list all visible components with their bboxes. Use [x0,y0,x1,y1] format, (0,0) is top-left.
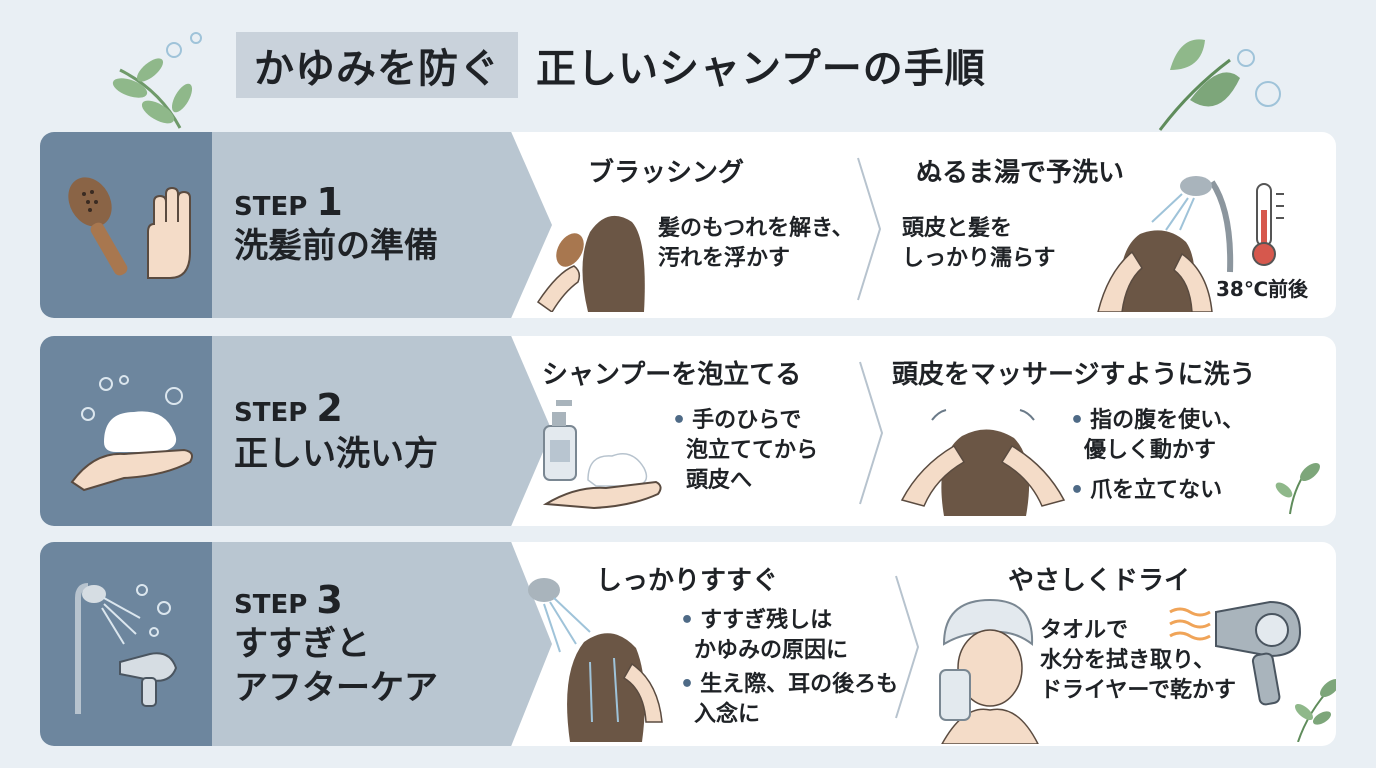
title-highlight: かゆみを防ぐ [236,32,518,98]
step-3-label-panel [212,542,552,746]
step-2-number: STEP 2 [234,386,343,430]
desc-line: すすぎ残しは [680,606,898,636]
step-number: 3 [316,578,343,622]
desc-line: 頭皮と髪を [902,216,1013,241]
desc-line: 指の腹を使い、 [1070,406,1244,436]
brush-and-hand-icon [68,177,191,279]
step-1-number: STEP 1 [234,180,343,224]
shampoo-bottle-foam-icon [542,400,662,510]
leaf-decoration-icon [1275,463,1320,515]
temperature-badge: 38℃前後 [1216,277,1309,301]
rinsing-head-icon [1097,176,1234,312]
step-2-row: STEP 2 正しい洗い方 シャンプーを泡立てる 手のひらで 泡立ててから 頭皮… [40,336,1336,526]
step-1-label-panel [212,132,552,318]
leaf-decoration-icon [1294,679,1336,742]
action-rinse-desc: すすぎ残しは かゆみの原因に 生え際、耳の後ろも 入念に [680,606,898,730]
desc-line: 水分を拭き取り、 [1040,648,1216,673]
page-title: かゆみを防ぐ 正しいシャンプーの手順 [236,30,986,100]
step-3-icon-panel [40,542,212,746]
step-2-icon-panel [40,336,212,526]
desc-line: 爪を立てない [1070,476,1244,506]
desc-line: しっかり濡らす [902,246,1056,271]
step-label: STEP [234,398,308,428]
action-massage-desc: 指の腹を使い、 優しく動かす 爪を立てない [1070,406,1244,506]
desc-line: 泡立ててから [686,438,819,463]
action-dry-desc: タオルで 水分を拭き取り、 ドライヤーで乾かす [1040,616,1236,706]
step-label: STEP [234,590,308,620]
step-label: STEP [234,192,308,222]
action-massage-title: 頭皮をマッサージすように洗う [892,360,1256,390]
desc-line: ドライヤーで乾かす [1040,678,1237,703]
step-2-title: 正しい洗い方 [234,434,438,474]
bubbles-decoration-icon [166,32,202,58]
action-brushing-desc: 髪のもつれを解き、 汚れを浮かす [658,214,854,274]
bubbles-decoration-icon [1237,49,1281,107]
action-prerinse-title: ぬるま湯で予洗い [916,158,1125,188]
action-lather-desc: 手のひらで 泡立ててから 頭皮へ [672,406,818,496]
step-3-number: STEP 3 [234,578,343,622]
desc-line: 優しく動かす [1084,438,1217,463]
desc-line: 汚れを浮かす [658,246,791,271]
leaf-decoration-icon [112,58,193,129]
title-line: アフターケア [234,668,438,708]
desc-line: 髪のもつれを解き、 [658,216,854,241]
desc-line: 生え際、耳の後ろも [680,670,898,700]
step-2-label-panel [212,336,552,526]
thermometer-icon [1252,183,1284,266]
action-prerinse-desc: 頭皮と髪を しっかり濡らす [902,214,1056,274]
title-main: 正しいシャンプーの手順 [536,46,986,92]
massaging-head-icon [900,409,1066,516]
foam-hand-icon [70,375,193,492]
hair-dryer-icon [1169,600,1302,706]
desc-line: 頭皮へ [686,468,753,493]
shower-dryer-icon [75,583,178,714]
desc-line: 入念に [694,702,761,727]
chevron-right-icon [895,575,920,719]
leaf-decoration-icon [1158,39,1240,131]
chevron-right-icon [859,361,884,505]
step-3-title: すすぎと アフターケア [234,622,438,710]
action-brushing-title: ブラッシング [588,158,745,188]
step-1-icon-panel [40,132,212,318]
rinsing-hair-icon [528,578,663,742]
desc-line: 手のひらで [672,406,818,436]
desc-line: タオルで [1040,618,1129,643]
action-lather-title: シャンプーを泡立てる [542,360,802,390]
step-1-row: STEP 1 洗髪前の準備 ブラッシング 髪のもつれを解き、 汚れを浮かす ぬる… [40,132,1336,318]
towel-drying-icon [939,598,1039,744]
step-number: 2 [316,386,343,430]
brushing-hair-icon [536,215,645,312]
action-rinse-title: しっかりすすぐ [596,566,779,596]
step-1-title: 洗髪前の準備 [234,226,438,266]
title-line: すすぎと [234,624,370,664]
step-number: 1 [316,180,343,224]
desc-line: かゆみの原因に [694,638,849,663]
step-3-row: STEP 3 すすぎと アフターケア しっかりすすぐ すすぎ残しは かゆみの原因… [40,542,1336,746]
chevron-right-icon [857,157,882,301]
action-dry-title: やさしくドライ [1008,566,1191,596]
